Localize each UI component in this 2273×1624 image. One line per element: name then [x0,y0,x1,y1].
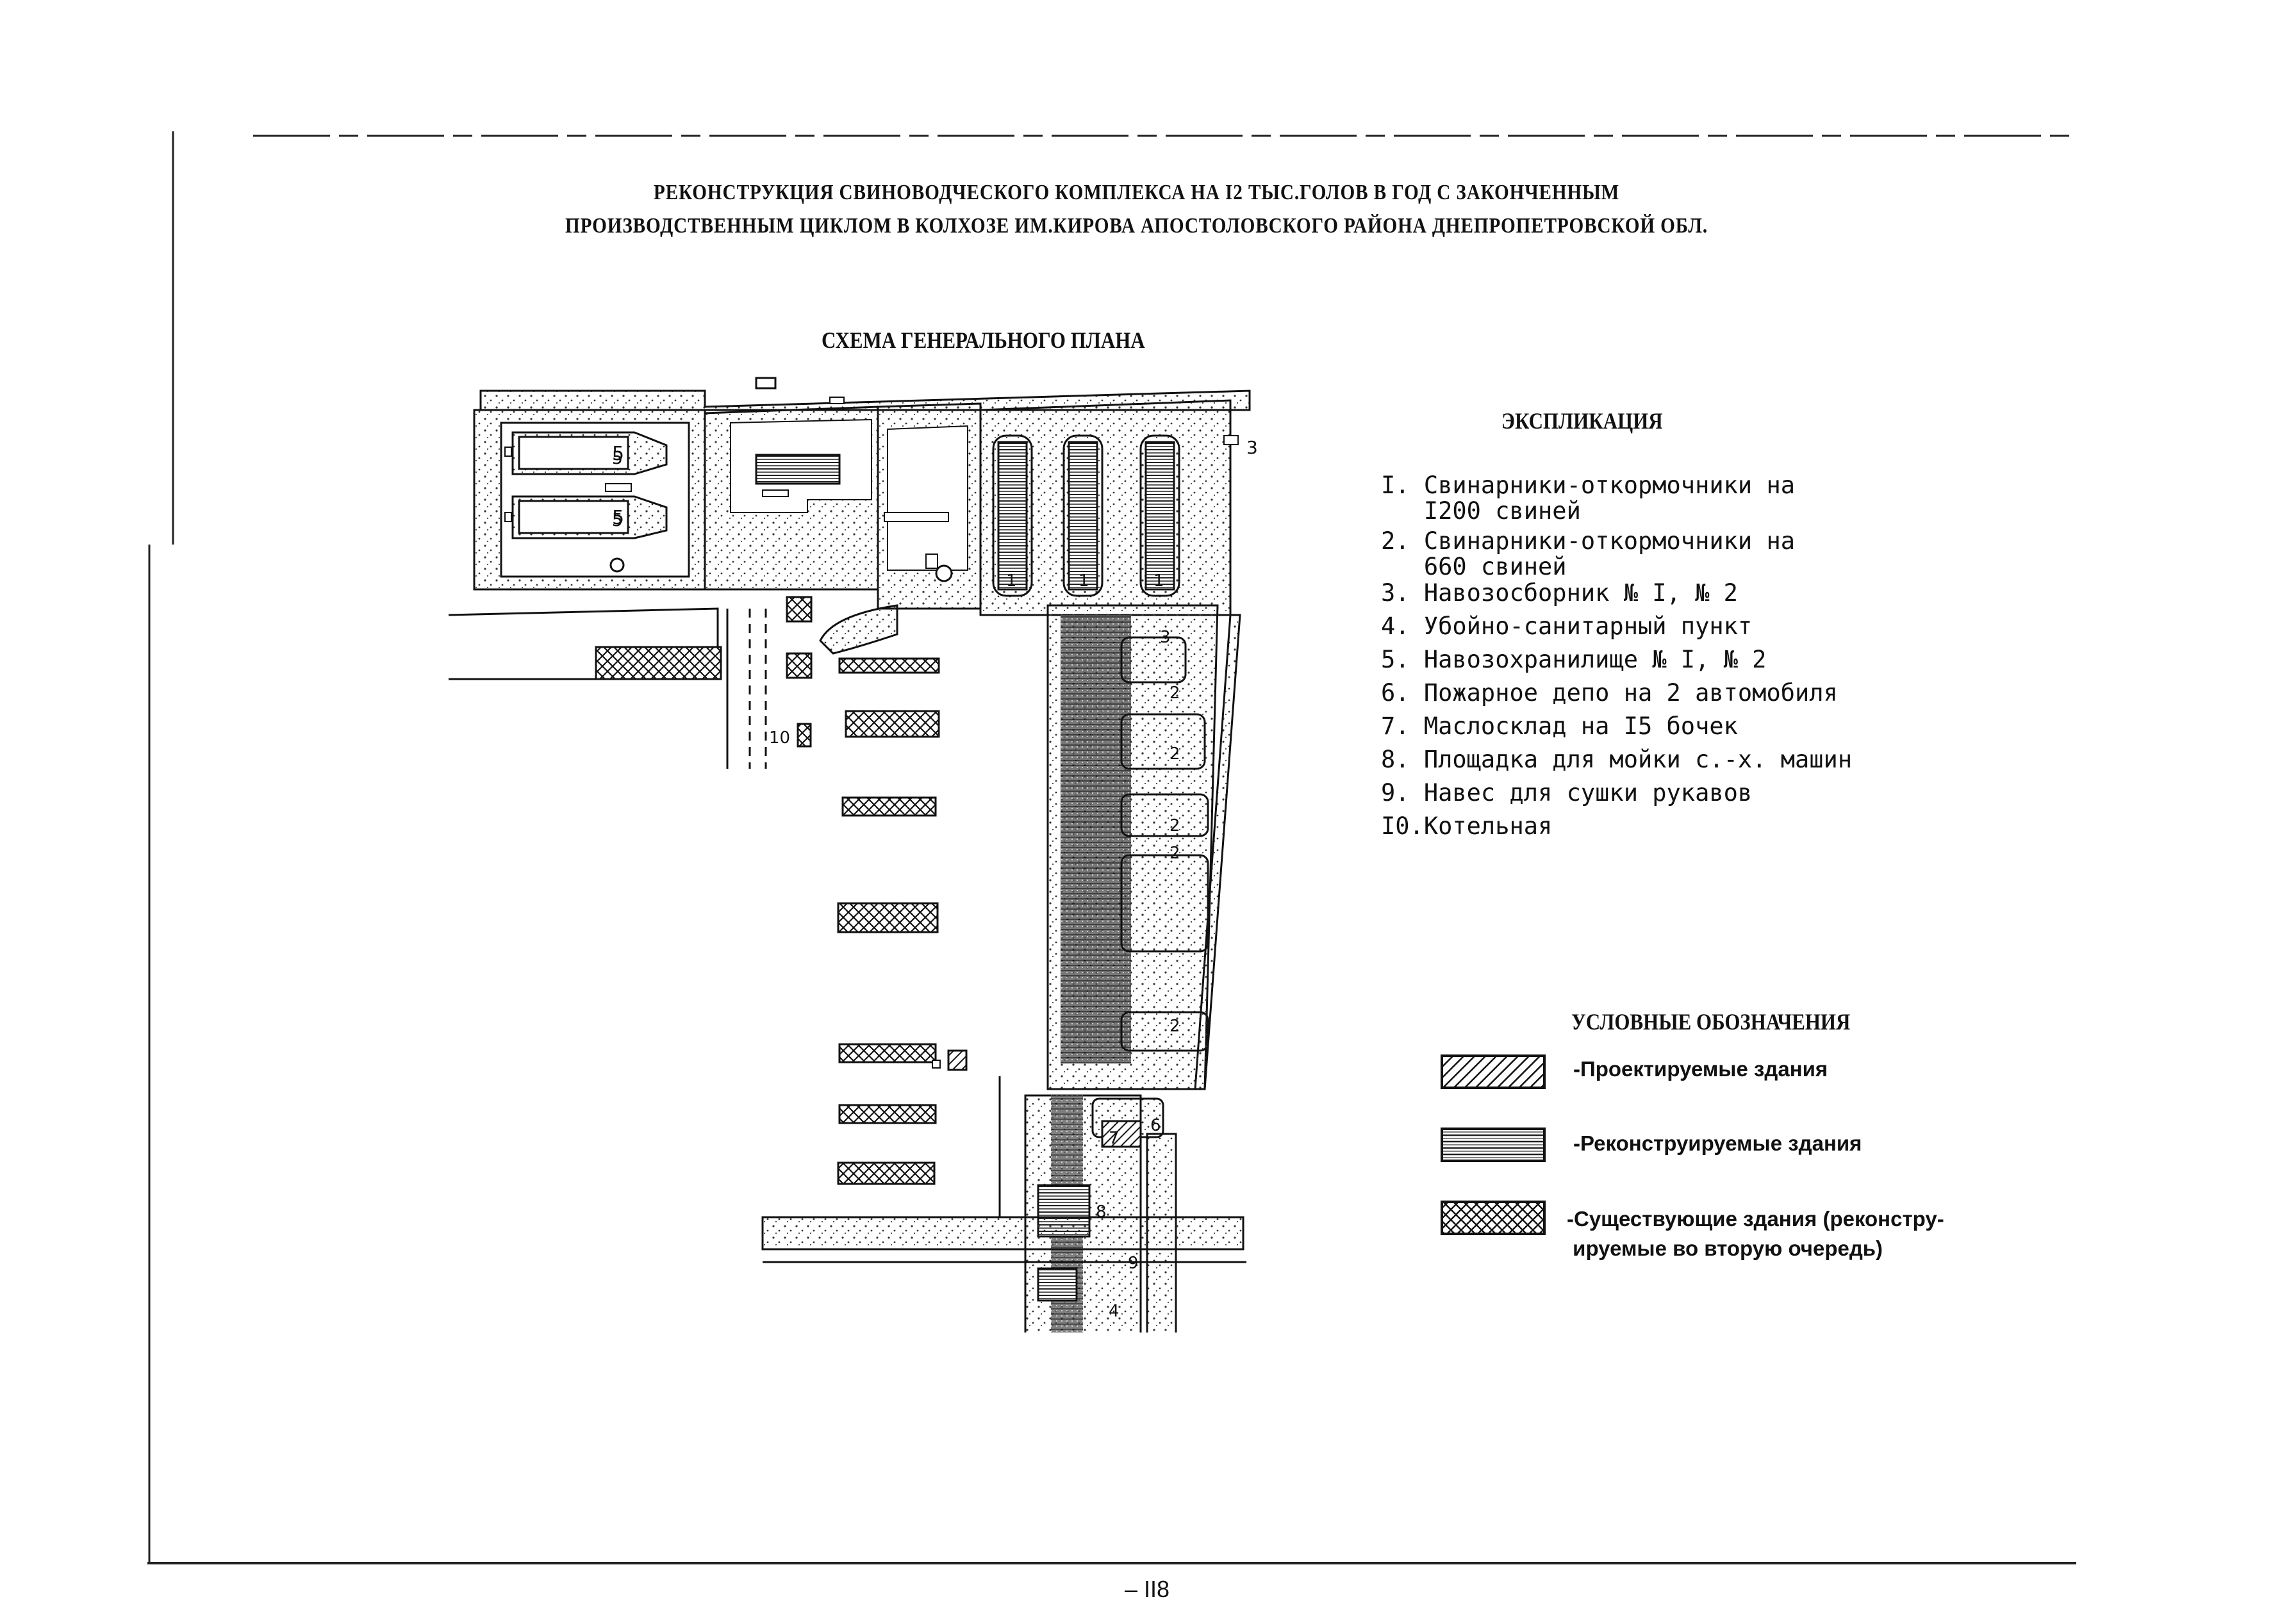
explication-item-1: I. Свинарники-откормочники на I200 свине… [1381,472,1796,525]
explication-item-8: 8. Площадка для мойки с.-х. машин [1381,746,1853,773]
plan-label: 5 [612,447,623,468]
legend-symbol-striped [1441,1128,1546,1162]
svg-text:4: 4 [1109,1302,1120,1321]
explication-title: ЭКСПЛИКАЦИЯ [1501,408,1663,434]
explication-item-9: 9. Навес для сушки рукавов [1381,779,1753,807]
explication-item-10: I0.Котельная [1381,812,1553,840]
legend-symbol-hatched [1441,1054,1546,1089]
svg-text:2: 2 [1170,844,1180,863]
svg-text:5: 5 [612,443,624,465]
svg-text:3: 3 [1160,628,1171,647]
legend-title: УСЛОВНЫЕ ОБОЗНАЧЕНИЯ [1571,1009,1851,1035]
legend-symbols [1441,1054,1546,1235]
svg-text:2: 2 [1170,684,1180,703]
svg-text:5: 5 [612,507,624,529]
legend-label-projected: -Проектируемые здания [1573,1057,1828,1081]
svg-text:2: 2 [1170,744,1180,764]
site-plan: 5 5 1 1 1 3 10 3 2 2 2 2 2 [449,377,1258,1333]
explication-item-4: 4. Убойно-санитарный пункт [1381,612,1753,640]
explication-item-2: 2. Свинарники-откормочники на 660 свиней [1381,527,1796,580]
svg-text:1: 1 [1006,571,1017,591]
svg-text:2: 2 [1170,816,1180,835]
document-title-line-1: РЕКОНСТРУКЦИЯ СВИНОВОДЧЕСКОГО КОМПЛЕКСА … [653,181,1620,204]
page-number: – II8 [1125,1576,1170,1602]
legend-label-existing: -Существующие здания (реконстру- ируемые… [1567,1207,1944,1260]
plan-title: СХЕМА ГЕНЕРАЛЬНОГО ПЛАНА [822,327,1145,353]
explication-item-3: 3. Навозосборник № I, № 2 [1381,579,1738,607]
document-title-line-2: ПРОИЗВОДСТВЕННЫМ ЦИКЛОМ В КОЛХОЗЕ ИМ.КИР… [565,214,1708,238]
svg-text:6: 6 [1150,1116,1161,1135]
svg-text:1: 1 [1153,571,1164,591]
legend-symbol-crosshatched [1441,1201,1546,1235]
svg-text:10: 10 [769,728,790,748]
explication-item-7: 7. Маслосклад на I5 бочек [1381,712,1738,740]
svg-text:2: 2 [1170,1017,1180,1036]
legend-label-reconstructed: -Реконструируемые здания [1573,1131,1862,1155]
svg-text:1: 1 [1079,571,1089,591]
svg-text:7: 7 [1109,1129,1120,1148]
plan-label: 5 [612,509,623,530]
explication-item-5: 5. Навозохранилище № I, № 2 [1381,646,1767,673]
explication-item-6: 6. Пожарное депо на 2 автомобиля [1381,679,1838,707]
svg-text:9: 9 [1128,1254,1139,1273]
svg-text:3: 3 [1246,437,1258,458]
